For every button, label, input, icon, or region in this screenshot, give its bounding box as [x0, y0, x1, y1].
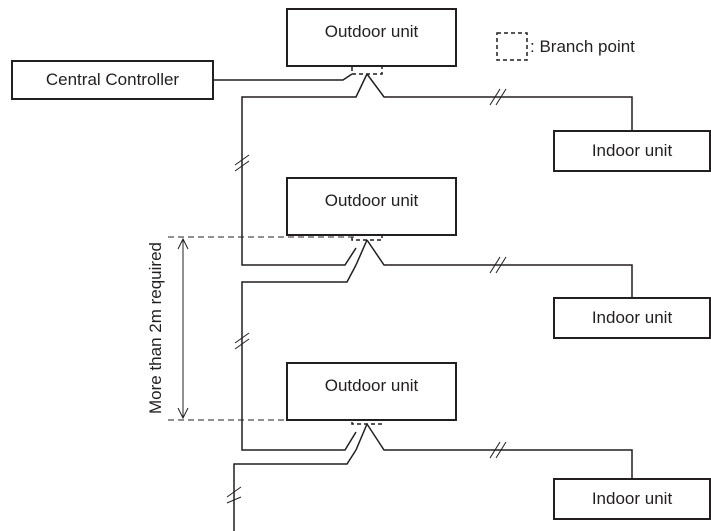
- break-mark: [234, 160, 250, 172]
- indoor-unit-3: Indoor unit: [553, 478, 711, 520]
- wire-outdoor-1-left: [241, 73, 368, 266]
- wire-outdoor-3-left: [355, 423, 368, 451]
- break-mark: [495, 88, 507, 106]
- wire-outdoor-2-down: [241, 264, 357, 451]
- outdoor-unit-1-label: Outdoor unit: [324, 22, 419, 41]
- wire-outdoor-2-left: [355, 239, 368, 266]
- branch-point-legend-icon: [496, 32, 528, 61]
- outdoor-unit-3-label: Outdoor unit: [324, 376, 419, 395]
- outdoor-unit-2: Outdoor unit: [286, 177, 457, 236]
- dimension-arrowhead-bottom: [177, 407, 189, 420]
- break-mark: [226, 486, 242, 498]
- outdoor-unit-1: Outdoor unit: [286, 8, 457, 67]
- spacing-requirement-label: More than 2m required: [146, 242, 165, 414]
- break-mark: [489, 88, 501, 106]
- indoor-unit-3-label: Indoor unit: [591, 489, 673, 508]
- break-mark: [234, 154, 250, 166]
- branch-point-legend-label: : Branch point: [530, 37, 635, 56]
- central-controller: Central Controller: [11, 60, 214, 100]
- indoor-unit-1: Indoor unit: [553, 130, 711, 172]
- indoor-unit-1-label: Indoor unit: [591, 141, 673, 160]
- controller-wire: [213, 73, 353, 81]
- break-mark: [489, 256, 501, 274]
- wire-outdoor-3-right: [366, 423, 633, 478]
- indoor-unit-2: Indoor unit: [553, 297, 711, 339]
- dimension-arrowhead-top: [177, 237, 189, 250]
- indoor-unit-2-label: Indoor unit: [591, 308, 673, 327]
- break-mark: [495, 256, 507, 274]
- outdoor-unit-2-label: Outdoor unit: [324, 191, 419, 210]
- break-mark: [234, 338, 250, 350]
- break-mark: [226, 496, 242, 504]
- wire-outdoor-3-down: [233, 449, 357, 531]
- outdoor-unit-3: Outdoor unit: [286, 362, 457, 421]
- central-controller-label: Central Controller: [45, 70, 180, 89]
- break-mark: [234, 332, 250, 344]
- wire-outdoor-2-right: [366, 239, 633, 297]
- break-mark: [495, 441, 507, 459]
- break-mark: [489, 441, 501, 459]
- wire-outdoor-1-right: [366, 73, 633, 131]
